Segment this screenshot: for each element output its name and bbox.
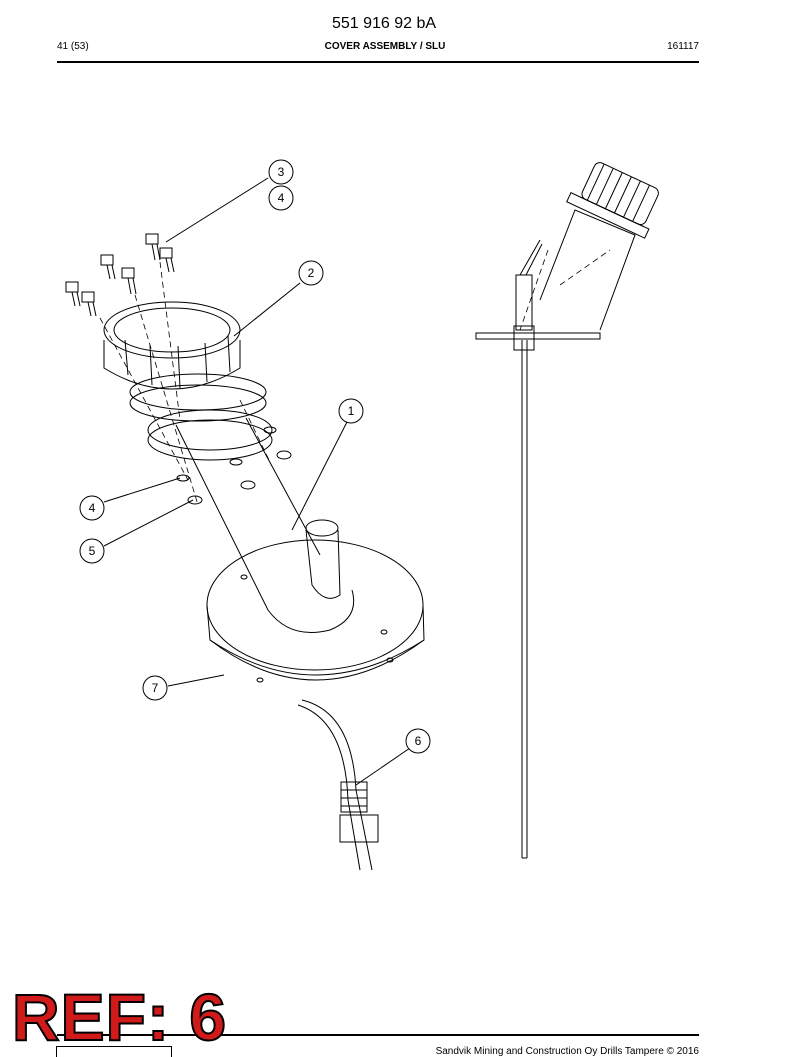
assembly-lines bbox=[99, 261, 271, 506]
callout-5: 5 bbox=[88, 544, 96, 558]
cover-tube bbox=[175, 417, 355, 633]
page-number: 41 (53) bbox=[57, 41, 89, 52]
callout-7: 7 bbox=[151, 681, 159, 695]
ref-stamp: REF: 6 bbox=[11, 980, 228, 1054]
base-flange bbox=[206, 539, 425, 683]
callout-4-bottom: 4 bbox=[88, 501, 96, 515]
cable-gland bbox=[297, 699, 379, 871]
header-rule bbox=[57, 61, 699, 63]
bolt-set bbox=[65, 233, 175, 317]
footer-copyright: Sandvik Mining and Construction Oy Drill… bbox=[435, 1046, 699, 1057]
date-code: 161117 bbox=[667, 41, 699, 52]
side-view bbox=[475, 162, 659, 859]
cover-cap bbox=[103, 301, 273, 461]
exploded-view bbox=[65, 233, 425, 871]
callout-4-top: 4 bbox=[277, 191, 285, 205]
callout-6: 6 bbox=[414, 734, 422, 748]
callout-2: 2 bbox=[307, 266, 315, 280]
footer-rule bbox=[57, 1034, 699, 1036]
callout-3: 3 bbox=[277, 165, 285, 179]
page-title: COVER ASSEMBLY / SLU bbox=[324, 41, 446, 52]
callouts bbox=[79, 159, 431, 786]
nut-set bbox=[176, 426, 292, 505]
sandvik-logo bbox=[56, 1046, 172, 1057]
callout-1: 1 bbox=[347, 404, 355, 418]
document-number: 551 916 92 bA bbox=[331, 15, 437, 32]
